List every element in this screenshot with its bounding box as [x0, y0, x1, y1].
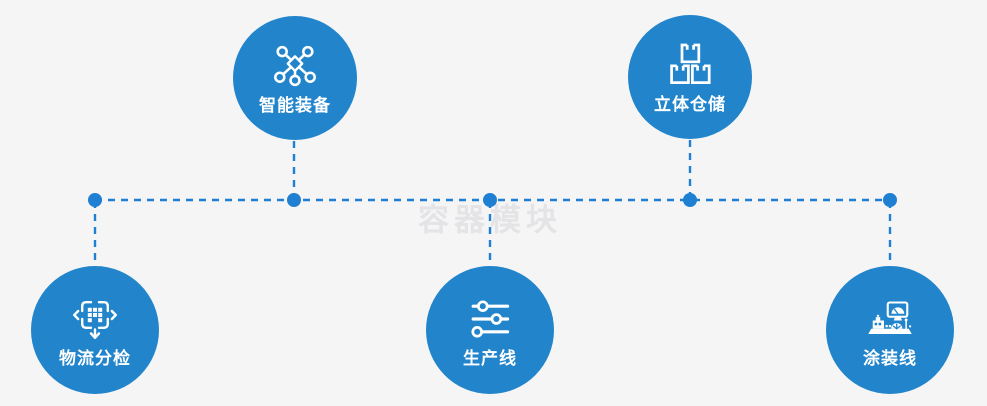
junction-dot — [287, 193, 301, 207]
node-stereo-warehouse: 立体仓储 — [628, 15, 752, 139]
junction-dot — [683, 193, 697, 207]
machine-monitor-icon — [868, 301, 912, 334]
junction-dot — [88, 193, 102, 207]
node-label: 物流分检 — [59, 349, 131, 368]
sliders-icon — [471, 300, 510, 338]
node-label: 智能装备 — [259, 96, 331, 115]
node-label: 涂装线 — [863, 349, 917, 368]
junction-dot — [883, 193, 897, 207]
junction-dot — [483, 193, 497, 207]
node-smart-equipment: 智能装备 — [233, 16, 357, 140]
watermark-text: 容器模块 — [418, 202, 562, 238]
network-nodes-icon — [274, 45, 316, 87]
node-coating-line: 涂装线 — [826, 266, 954, 394]
node-label: 生产线 — [463, 349, 517, 368]
sorting-arrows-icon — [73, 301, 118, 339]
node-label: 立体仓储 — [654, 95, 726, 114]
node-logistics-sorting: 物流分检 — [31, 266, 159, 394]
node-production-line: 生产线 — [426, 266, 554, 394]
stacked-boxes-icon — [670, 43, 711, 84]
